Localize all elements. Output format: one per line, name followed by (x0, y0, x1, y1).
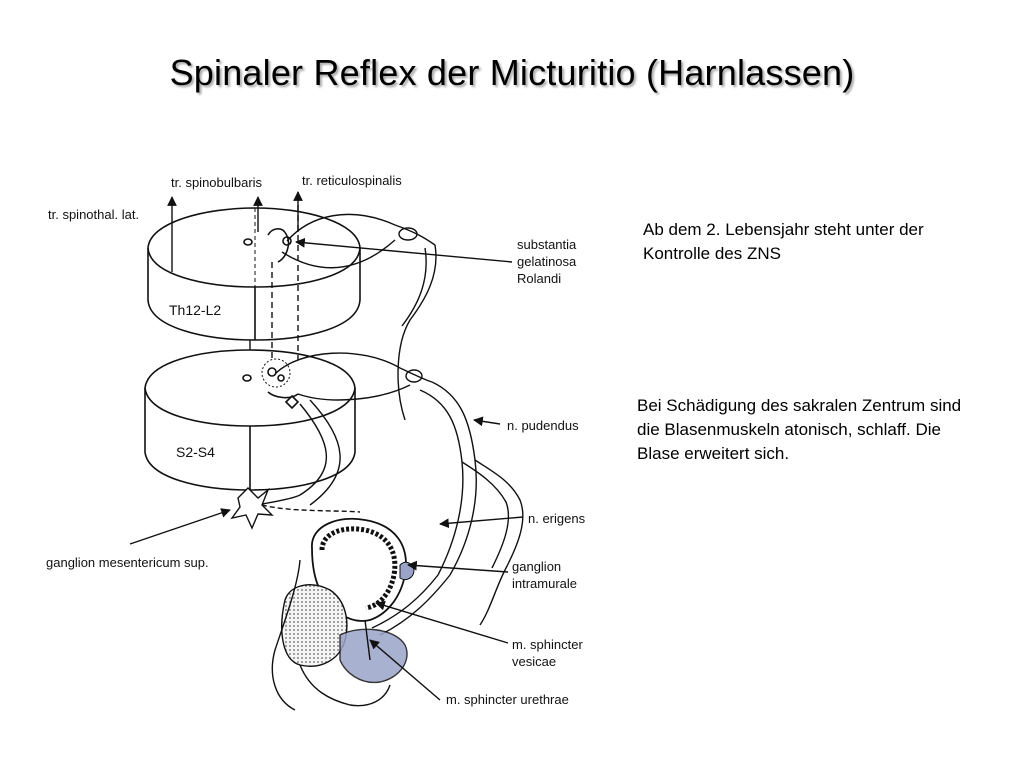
tract-arrows (167, 191, 303, 272)
pelvic-nerve-trunk (371, 459, 524, 636)
spinal-segment-upper (147, 207, 361, 341)
ganglion-mesentericum (230, 487, 361, 530)
label-m-sphincter: m. sphincter (512, 637, 583, 652)
label-intramurale: intramurale (512, 576, 577, 591)
label-tr-spinothal-lat: tr. spinothal. lat. (48, 207, 139, 222)
slide-title: Spinaler Reflex der Micturitio (Harnlass… (169, 52, 855, 93)
label-rolandi: Rolandi (517, 271, 561, 286)
note-zns-control: Ab dem 2. Lebensjahr steht unter der Kon… (643, 220, 924, 263)
label-m-sphincter-urethrae: m. sphincter urethrae (446, 692, 569, 707)
label-substantia: substantia (517, 237, 577, 252)
label-n-pudendus: n. pudendus (507, 418, 579, 433)
label-segment-th12-l2: Th12-L2 (169, 302, 221, 318)
label-ganglion-mesentericum: ganglion mesentericum sup. (46, 555, 209, 570)
label-vesicae: vesicae (512, 654, 556, 669)
label-gelatinosa: gelatinosa (517, 254, 577, 269)
pointer-arrows (129, 237, 524, 701)
label-tr-reticulospinalis: tr. reticulospinalis (302, 173, 402, 188)
spinal-segment-lower (144, 349, 356, 491)
label-ganglion: ganglion (512, 559, 561, 574)
label-n-erigens: n. erigens (528, 511, 586, 526)
pelvic-organs (271, 559, 408, 711)
label-tr-spinobulbaris: tr. spinobulbaris (171, 175, 263, 190)
label-segment-s2-s4: S2-S4 (176, 444, 215, 460)
note-sacral-damage: Bei Schädigung des sakralen Zentrum sind… (637, 396, 962, 463)
upper-nerve-loop (281, 213, 437, 421)
